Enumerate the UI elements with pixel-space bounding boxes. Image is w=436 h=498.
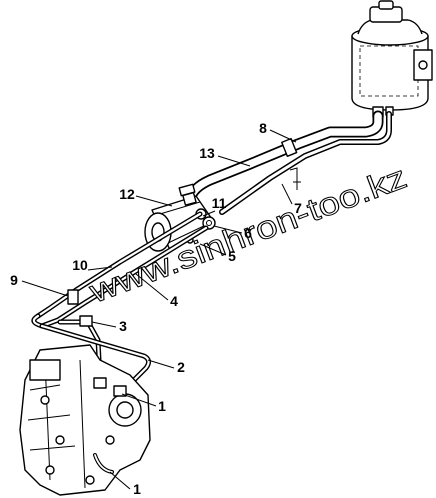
leader-lines [21,129,297,490]
steering-gear [19,344,151,496]
steering-gear-housing [19,344,151,496]
callout-6: 6 [244,225,252,241]
return-pipe-fill [220,112,391,214]
leader-line-11 [202,210,216,217]
housing-boss [29,359,61,381]
pressure-line-lower [39,225,209,329]
callout-1-lower: 1 [133,481,141,497]
reservoir-hidden-outline [359,45,419,97]
fitting-3 [79,315,93,327]
bracket-bolt [418,60,428,70]
leader-line-3 [91,321,117,328]
callout-11: 11 [212,195,227,211]
leader-line-1-upper [121,393,157,407]
callout-2: 2 [177,359,185,375]
return-pipe [219,111,392,215]
leader-line-8 [269,129,297,143]
gear-fitting [113,385,127,397]
leader-line-7 [281,183,293,205]
callout-4: 4 [170,293,178,309]
callout-3: 3 [119,318,127,334]
gear-fitting [93,377,107,389]
banjo-bolt [206,220,212,226]
hose-clamp [281,137,298,157]
reservoir [351,0,433,118]
gear-bolt [45,465,55,475]
gear-bolt [40,395,50,405]
callout-9: 9 [10,272,18,288]
leader-line-12 [135,195,173,207]
fitting-9 [67,289,79,305]
leader-line-2 [147,359,175,369]
leader-line-5 [199,243,227,256]
leader-line-9 [21,280,69,297]
gear-bolt [85,475,95,485]
line-4-fill [40,226,208,328]
leader-line-6 [213,225,243,234]
callout-12: 12 [119,186,135,202]
leader-line-1-lower [109,471,131,490]
callout-8: 8 [259,120,267,136]
callout-10: 10 [72,257,88,273]
pump-inlet-fitting [182,191,197,206]
housing-ribs [27,359,86,489]
leader-line-13 [217,155,251,167]
leader-line-10 [87,266,113,271]
callouts: 8 13 12 11 7 6 5 10 9 4 3 2 1 1 [10,120,302,497]
callout-5: 5 [228,248,236,264]
gear-bolt [55,435,65,445]
input-shaft-center [116,401,134,419]
pump-body-edge [159,201,209,245]
callout-7: 7 [294,200,302,216]
callout-1-upper: 1 [158,398,166,414]
gear-bolt [105,435,115,445]
leader-line-4 [135,273,169,301]
pipe-bracket [289,167,301,190]
gear-pipe-fill [94,454,113,473]
callout-13: 13 [199,145,215,161]
reservoir-cap-knob [378,0,394,10]
